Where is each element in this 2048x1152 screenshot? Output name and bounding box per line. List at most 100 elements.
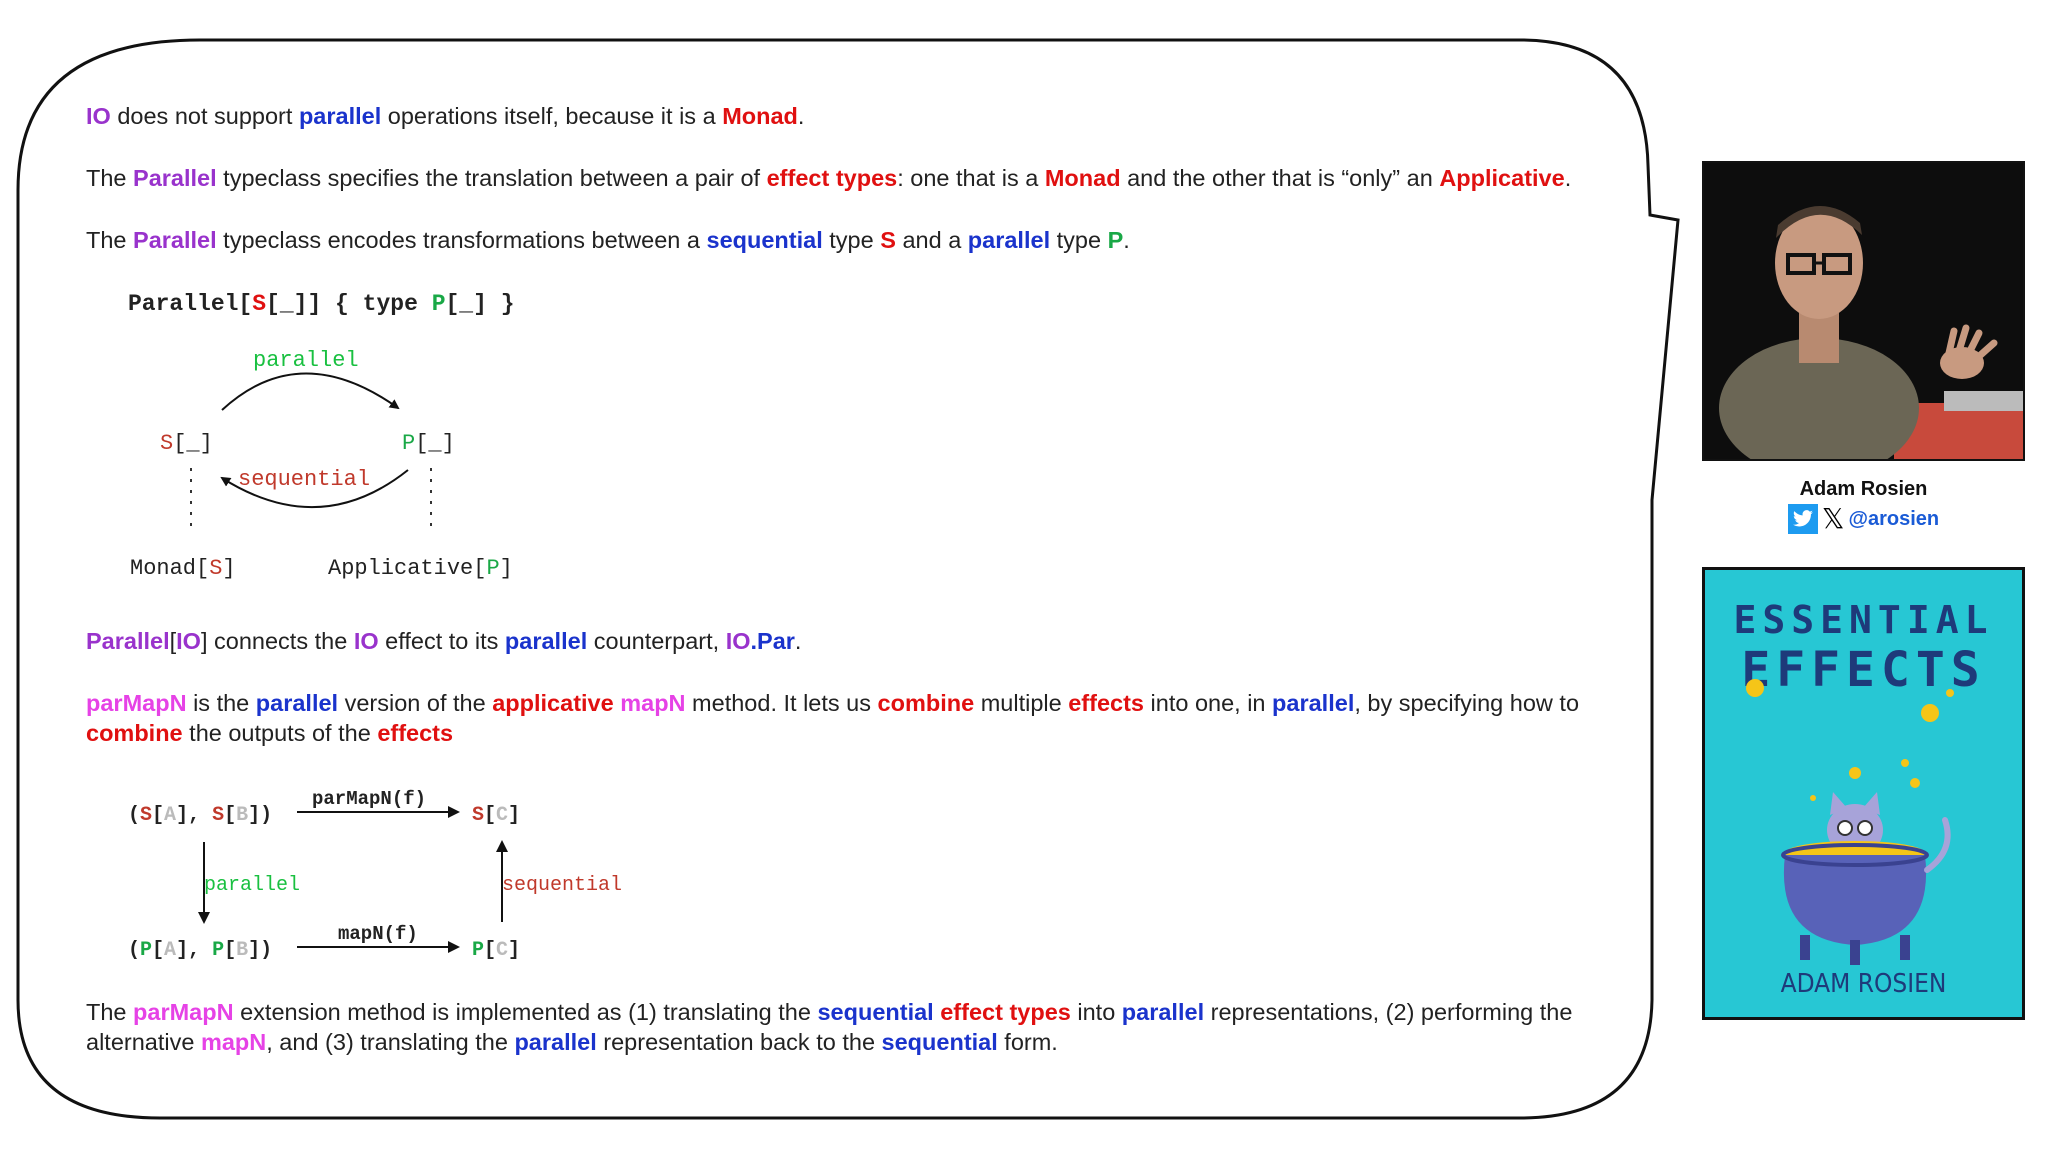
term-combine: combine bbox=[86, 720, 183, 746]
speaker-name: Adam Rosien bbox=[1799, 478, 1928, 500]
text: type bbox=[1050, 227, 1108, 253]
text: typeclass encodes transformations betwee… bbox=[216, 227, 707, 253]
book-title-line2: EFFECTS bbox=[1741, 642, 1986, 698]
text: The bbox=[86, 165, 134, 191]
speaker-photo bbox=[1702, 161, 2025, 461]
text: . bbox=[797, 103, 805, 129]
term-applicative: Applicative bbox=[1439, 165, 1565, 191]
term-sequential: sequential bbox=[817, 999, 934, 1025]
text: The bbox=[86, 227, 134, 253]
text: and a bbox=[895, 227, 968, 253]
text: effect to its bbox=[378, 628, 505, 654]
arrow-label-parallel: parallel bbox=[253, 348, 359, 373]
text: the outputs of the bbox=[182, 720, 378, 746]
term-effects: effects bbox=[377, 720, 454, 746]
text: representation back to the bbox=[596, 1029, 882, 1055]
text: method. It lets us bbox=[685, 690, 878, 716]
twitter-bird-icon bbox=[1787, 504, 1818, 534]
term-mapn: mapN bbox=[200, 1029, 267, 1055]
text: : one that is a bbox=[897, 165, 1045, 191]
book-author: ADAM ROSIEN bbox=[1780, 969, 1947, 999]
term-p: P bbox=[1107, 227, 1124, 253]
term-io: IO bbox=[86, 103, 111, 129]
term-monad: Monad bbox=[1044, 165, 1121, 191]
term-parallel: parallel bbox=[1121, 999, 1205, 1025]
term-io: IO bbox=[176, 628, 201, 654]
term-parallel: parallel bbox=[504, 628, 588, 654]
paragraph-parallel-typeclass-encodes: The Parallel typeclass encodes transform… bbox=[86, 225, 1596, 255]
node-s: S[_] bbox=[160, 431, 213, 456]
term-parallel: parallel bbox=[967, 227, 1051, 253]
cauldron-cat-illustration bbox=[1746, 679, 1954, 965]
text: type bbox=[822, 227, 881, 253]
text: typeclass specifies the translation betw… bbox=[216, 165, 767, 191]
term-parallel: parallel bbox=[514, 1029, 597, 1055]
text: , by specifying how to bbox=[1354, 690, 1580, 716]
book-title-line1: ESSENTIAL bbox=[1733, 598, 1994, 642]
term-parallel: parallel bbox=[255, 690, 339, 716]
text: into bbox=[1070, 999, 1122, 1025]
node-p: P[_] bbox=[402, 431, 455, 456]
term-parallel: parallel bbox=[1272, 690, 1355, 716]
text: does not support bbox=[110, 103, 299, 129]
term-s: S bbox=[880, 227, 896, 253]
node-p-a-p-b: (P[A], P[B]) bbox=[128, 939, 272, 962]
term-parallel-typeclass: Parallel bbox=[133, 227, 217, 253]
term-effects: effects bbox=[1068, 690, 1144, 716]
paragraph-parmapn-implementation: The parMapN extension method is implemen… bbox=[86, 997, 1596, 1057]
text: . bbox=[794, 628, 802, 654]
term-monad: Monad bbox=[722, 103, 798, 129]
term-combine: combine bbox=[877, 690, 975, 716]
text: form. bbox=[997, 1029, 1058, 1055]
parallel-signature: Parallel[S[_]] { type P[_] } bbox=[128, 291, 515, 317]
term-io-par-par: .Par bbox=[750, 628, 795, 654]
node-s-c: S[C] bbox=[472, 804, 520, 827]
text: and the other that is “only” an bbox=[1120, 165, 1440, 191]
term-applicative: applicative bbox=[492, 690, 614, 716]
term-io-par-io: IO bbox=[725, 628, 751, 654]
text: [ bbox=[169, 628, 177, 654]
social-handle-row[interactable]: 𝕏 @arosien bbox=[1702, 504, 2025, 534]
paragraph-io-not-parallel: IO does not support parallel operations … bbox=[86, 101, 1596, 131]
text: . bbox=[1564, 165, 1572, 191]
arrow-label-parmapn: parMapN(f) bbox=[312, 788, 426, 810]
book-cover: ESSENTIAL EFFECTS ADAM ROSIEN bbox=[1702, 567, 2025, 1020]
text: representations, (2) performing the alte… bbox=[86, 999, 1573, 1055]
term-effect-types: effect types bbox=[766, 165, 898, 191]
applicative-p: Applicative[P] bbox=[328, 556, 513, 581]
text: operations itself, because it is a bbox=[381, 103, 723, 129]
text: counterpart, bbox=[587, 628, 726, 654]
text: The bbox=[86, 999, 134, 1025]
text: version of the bbox=[338, 690, 493, 716]
monad-s: Monad[S] bbox=[130, 556, 236, 581]
arrow-sequential bbox=[220, 469, 409, 509]
text: extension method is implemented as (1) t… bbox=[233, 999, 818, 1025]
term-sequential: sequential bbox=[881, 1029, 998, 1055]
term-parmapn: parMapN bbox=[86, 690, 187, 716]
text: into one, in bbox=[1144, 690, 1273, 716]
term-parallel: parallel bbox=[298, 103, 382, 129]
speaker-illustration bbox=[1704, 163, 2023, 459]
text: multiple bbox=[974, 690, 1069, 716]
term-parmapn: parMapN bbox=[133, 999, 234, 1025]
term-effect-types: effect types bbox=[940, 999, 1071, 1025]
term-sequential: sequential bbox=[706, 227, 823, 253]
arrow-label-parallel: parallel bbox=[204, 874, 300, 897]
text: . bbox=[1123, 227, 1130, 253]
term-parallel-typeclass: Parallel bbox=[86, 628, 170, 654]
text: ] bbox=[200, 628, 208, 654]
twitter-handle[interactable]: @arosien bbox=[1848, 507, 1940, 530]
paragraph-parallel-io: Parallel[IO] connects the IO effect to i… bbox=[86, 626, 1596, 656]
arrow-parallel bbox=[221, 372, 400, 411]
text: is the bbox=[186, 690, 256, 716]
arrow-label-sequential: sequential bbox=[238, 467, 370, 492]
paragraph-parmapn: parMapN is the parallel version of the a… bbox=[86, 688, 1596, 748]
x-logo-icon: 𝕏 bbox=[1821, 503, 1845, 534]
term-io: IO bbox=[353, 628, 379, 654]
node-p-c: P[C] bbox=[472, 939, 520, 962]
text: connects the bbox=[207, 628, 354, 654]
node-s-a-s-b: (S[A], S[B]) bbox=[128, 804, 272, 827]
